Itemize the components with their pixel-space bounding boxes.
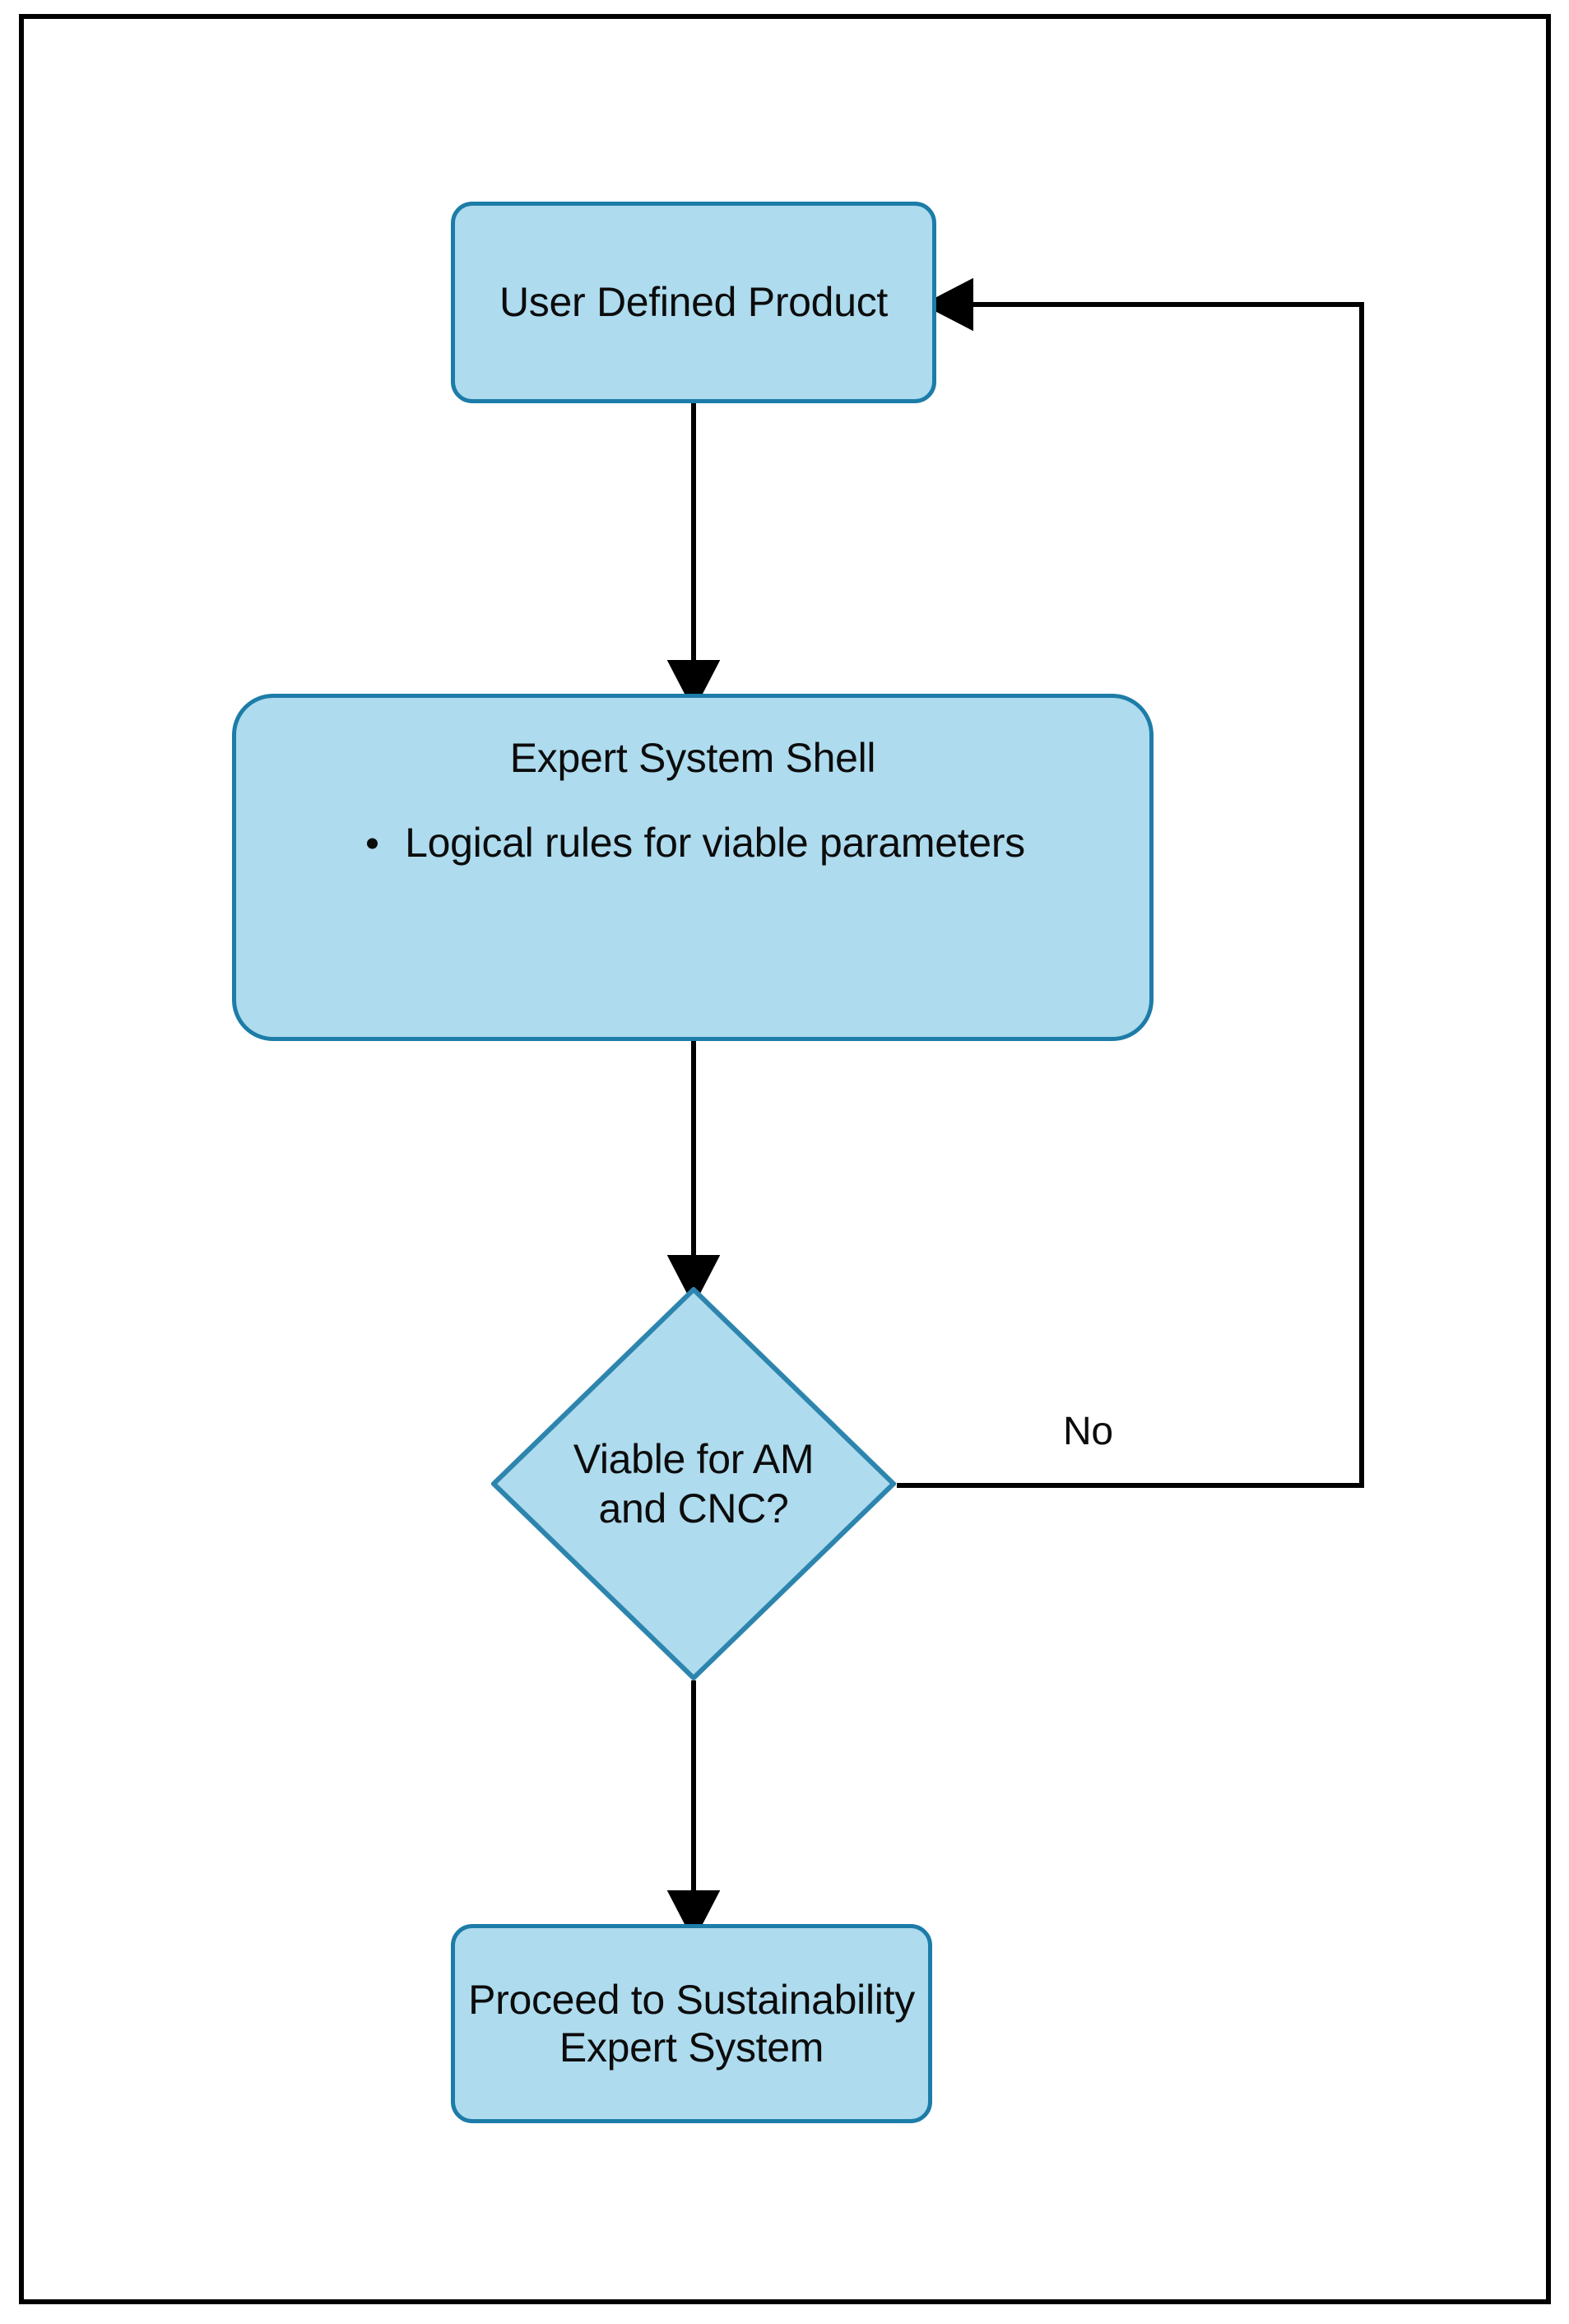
diamond-shape-icon <box>491 1287 896 1680</box>
node-proceed-sustainability[interactable]: Proceed to Sustainability Expert System <box>451 1924 932 2123</box>
node-expert-system-shell[interactable]: Expert System Shell Logical rules for vi… <box>232 694 1154 1041</box>
node-user-defined-product[interactable]: User Defined Product <box>451 202 936 403</box>
node-viable-decision-label: Viable for AM and CNC? <box>573 1436 815 1532</box>
node-proceed-sustainability-title: Proceed to Sustainability Expert System <box>468 1977 915 2071</box>
node-viable-decision[interactable]: Viable for AM and CNC? <box>491 1287 896 1680</box>
bullet-dot-icon <box>367 838 378 848</box>
list-item-label: Logical rules for viable parameters <box>405 820 1025 866</box>
node-expert-system-shell-title: Expert System Shell <box>509 735 876 781</box>
edge-label-no: No <box>1063 1410 1113 1453</box>
diagram-outer-frame <box>19 14 1551 2304</box>
node-user-defined-product-title: User Defined Product <box>499 279 888 325</box>
list-item: Logical rules for viable parameters <box>360 820 1025 866</box>
node-expert-system-shell-bullets: Logical rules for viable parameters <box>236 820 1149 866</box>
